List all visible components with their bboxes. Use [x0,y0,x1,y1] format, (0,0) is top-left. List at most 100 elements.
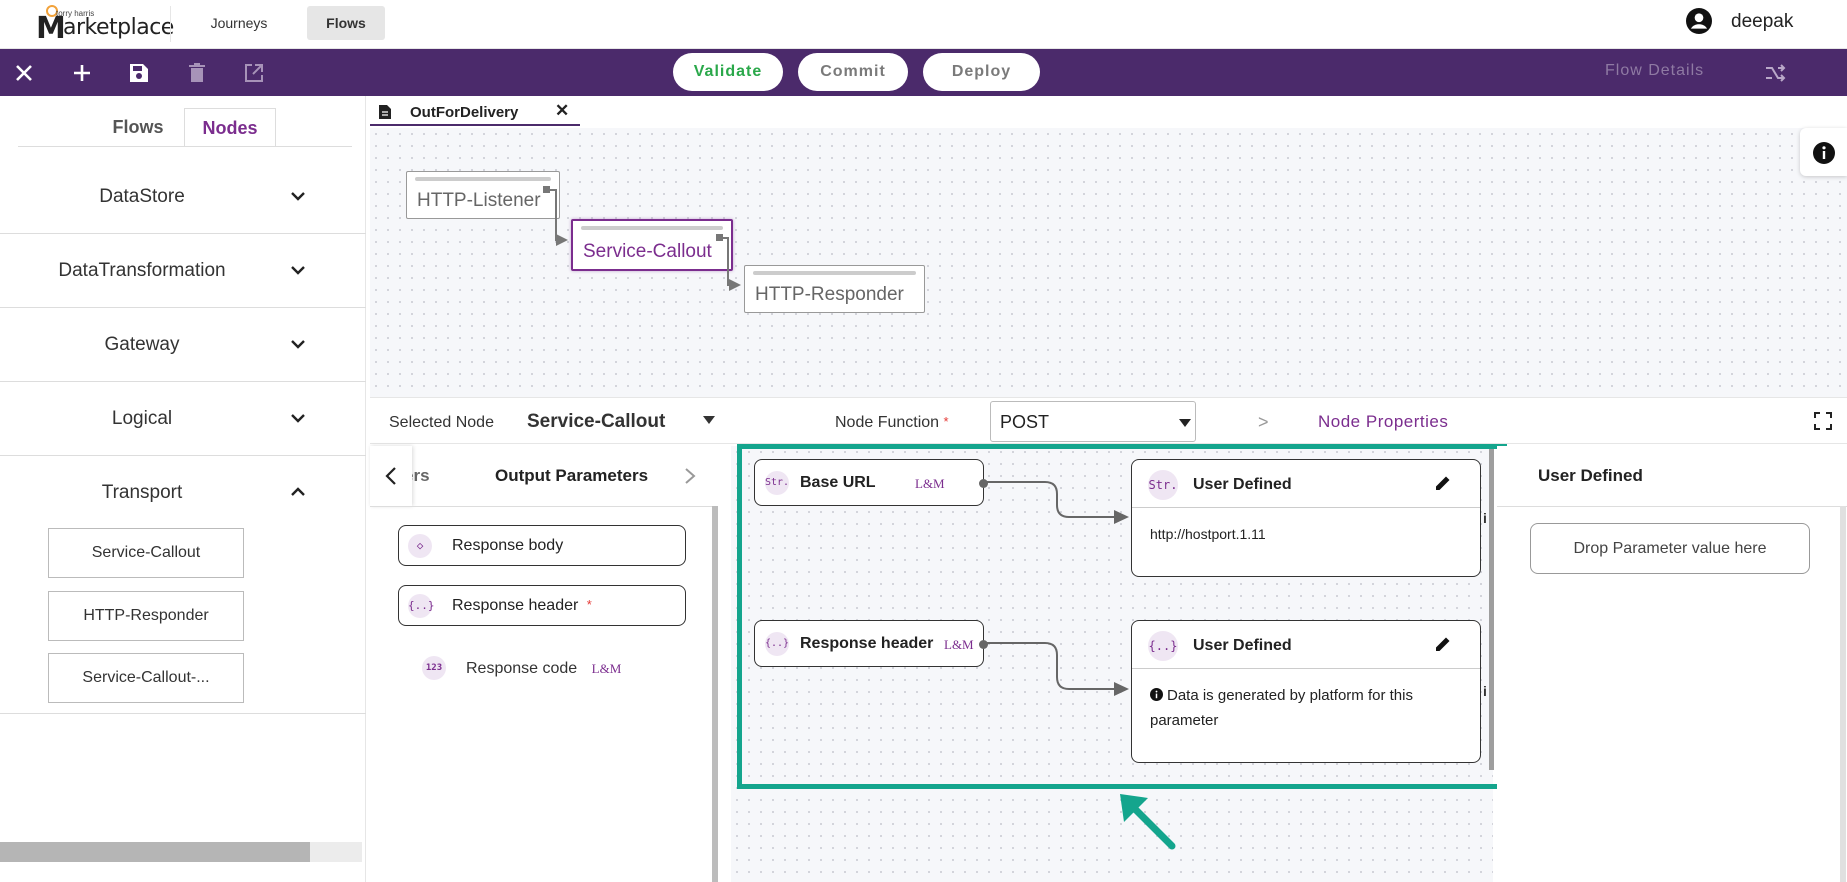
param-label: Response header * [452,597,592,615]
plus-icon[interactable] [70,61,94,85]
edit-pencil-icon[interactable] [1434,474,1452,492]
category-gateway[interactable]: Gateway [0,308,366,382]
json-type-icon: {..} [765,632,789,656]
close-icon[interactable] [12,61,36,85]
param-response-code[interactable]: 123 Response code L&M [422,652,662,684]
nav-tab-journeys[interactable]: Journeys [210,15,268,31]
drop-parameter-zone[interactable]: Drop Parameter value here [1530,523,1810,574]
chevron-down-icon[interactable] [288,186,308,206]
category-label: DataTransformation [58,260,226,281]
target-user-defined-url[interactable]: Str. User Defined http://hostport.1.11 [1131,459,1481,577]
parameters-scrollbar[interactable] [712,506,718,882]
target-value: http://hostport.1.11 [1150,526,1266,542]
category-label: Transport [101,482,183,503]
open-file-tab[interactable]: OutForDelivery ✕ [370,98,580,126]
category-label: DataStore [99,186,185,207]
chevron-down-icon[interactable] [288,260,308,280]
edit-pencil-icon[interactable] [1434,635,1452,653]
category-label: Logical [111,408,173,429]
node-function-text: Node Function [835,414,940,431]
parameters-panel: ers Output Parameters ◇ Response body {.… [370,446,715,882]
node-header-bar [753,271,916,275]
caret-down-icon[interactable] [702,415,716,425]
connector-dot[interactable] [979,479,988,488]
node-function-value: POST [1000,412,1050,432]
flow-node-label: HTTP-Listener [417,190,541,211]
chevron-down-icon[interactable] [288,334,308,354]
source-response-header[interactable]: {..} Response header L&M [754,620,988,667]
scroll-tabs-left-button[interactable] [370,446,412,506]
category-datastore[interactable]: DataStore [0,160,366,234]
tab-output-parameters[interactable]: Output Parameters [495,466,649,485]
trash-icon[interactable] [185,61,209,85]
chevron-up-icon[interactable] [288,482,308,502]
flow-node-http-listener[interactable]: HTTP-Listener [406,171,560,219]
source-label: Base URL [800,474,876,491]
flow-toolbar: Validate Commit Deploy Flow Details [0,49,1847,96]
right-panel-scrollbar[interactable] [1840,506,1846,882]
connector-dot[interactable] [979,640,988,649]
target-user-defined-header[interactable]: {..} User Defined Data is generated by p… [1131,620,1481,763]
logo-company-text: torry harris [56,9,95,18]
validate-button[interactable]: Validate [673,53,783,91]
chevron-down-icon[interactable] [288,408,308,428]
user-name[interactable]: deepak [1731,11,1794,32]
chevron-left-icon [385,467,396,485]
flow-node-service-callout[interactable]: Service-Callout [571,219,733,271]
user-account-icon[interactable] [1686,8,1712,34]
category-transport[interactable]: Transport Service-Callout HTTP-Responder… [0,456,366,714]
right-panel: User Defined Drop Parameter value here [1497,446,1847,882]
logo-m-letter: M [36,11,66,46]
selected-node-bar: Selected Node Service-Callout Node Funct… [370,397,1847,444]
param-label-text: Response code [466,660,578,677]
deploy-button[interactable]: Deploy [923,53,1040,91]
fullscreen-icon[interactable] [1814,412,1832,430]
file-name: OutForDelivery [410,104,519,121]
side-marker: i [1483,683,1487,699]
parameters-list [370,506,715,882]
chevron-right-icon[interactable] [682,466,698,486]
divider [1497,506,1847,507]
node-service-callout[interactable]: Service-Callout [48,528,244,578]
category-logical[interactable]: Logical [0,382,366,456]
shuffle-icon[interactable] [1763,61,1787,85]
left-panel: Flows Nodes DataStore DataTransformation… [0,96,366,882]
info-icon [1813,142,1835,164]
object-type-icon: ◇ [408,534,432,558]
lm-tag: L&M [944,637,974,652]
target-note-text: Data is generated by platform for this p… [1150,687,1413,729]
required-mark: * [586,597,592,612]
node-http-responder[interactable]: HTTP-Responder [48,591,244,641]
target-title: User Defined [1193,476,1292,493]
commit-button[interactable]: Commit [798,53,908,91]
tab-underline [18,146,352,147]
flow-details-link[interactable]: Flow Details [1605,62,1705,79]
horizontal-scrollbar-thumb[interactable] [0,842,310,862]
top-navigation: torry harris M arketplace Journeys Flows… [0,0,1847,49]
close-tab-icon[interactable]: ✕ [555,101,570,120]
info-button[interactable] [1800,128,1847,176]
tab-nodes[interactable]: Nodes [184,108,276,146]
mapping-scrollbar[interactable] [1489,448,1494,770]
node-properties-link[interactable]: Node Properties [1318,412,1449,431]
source-base-url[interactable]: Str. Base URL L&M [754,459,988,506]
param-response-body[interactable]: ◇ Response body [398,525,686,566]
node-service-callout-2[interactable]: Service-Callout-... [48,653,244,703]
target-header: Str. User Defined [1132,460,1480,508]
lm-tag: L&M [591,661,622,676]
param-label: Response body [452,537,564,554]
nav-tab-flows[interactable]: Flows [307,6,385,40]
selected-node-value[interactable]: Service-Callout [527,411,666,432]
category-label: Gateway [104,334,180,355]
node-function-select[interactable]: POST [990,401,1196,442]
flow-node-http-responder[interactable]: HTTP-Responder [744,265,925,313]
external-link-icon[interactable] [242,61,266,85]
target-note: Data is generated by platform for this p… [1150,683,1450,733]
logo-wordmark: arketplace [63,15,174,40]
save-icon[interactable] [127,61,151,85]
tab-flows[interactable]: Flows [112,117,164,137]
param-response-header[interactable]: {..} Response header * [398,585,686,626]
category-datatransformation[interactable]: DataTransformation [0,234,366,308]
lm-tag: L&M [915,476,945,491]
marketplace-logo[interactable]: torry harris M arketplace [36,5,174,46]
